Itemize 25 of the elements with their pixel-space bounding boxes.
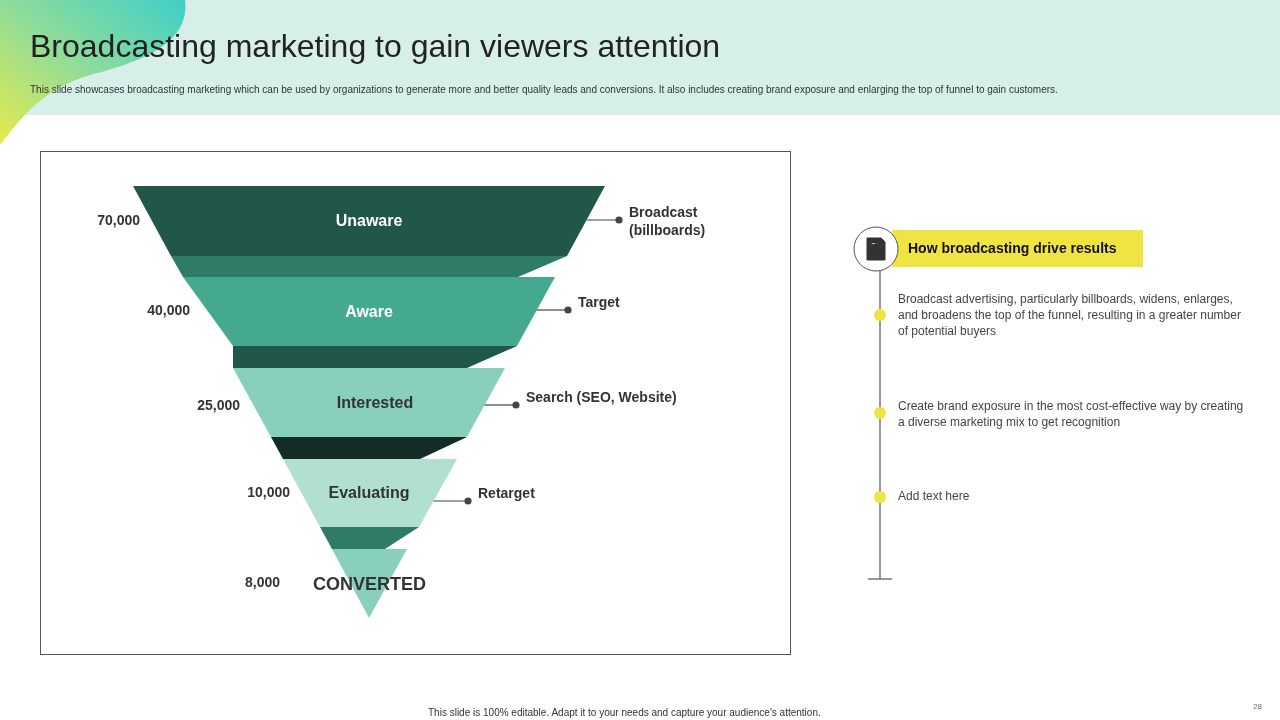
footer-text: This slide is 100% editable. Adapt it to your needs and capture your audience's attention. bbox=[428, 707, 822, 720]
value-label: 8,000 bbox=[243, 574, 280, 592]
stage-label: Aware bbox=[345, 302, 393, 321]
channel-label: Target bbox=[578, 293, 778, 311]
bullet-text: Create brand exposure in the most cost-effective way by creating a diverse marketing mix to get recognition bbox=[898, 398, 1245, 431]
stage-label: Interested bbox=[336, 393, 414, 412]
channel-label: Search (SEO, Website) bbox=[526, 388, 736, 406]
stage-label: Unaware bbox=[335, 212, 403, 230]
heading-banner: How broadcasting drive results bbox=[892, 230, 1143, 267]
subtitle-text: This slide showcases broadcasting marketing which can be used by organizations to generate more and better quality leads and conversions. It also includes creating brand exposure and enlarging the top of funnel to gain customers. bbox=[30, 84, 1059, 97]
leader-line bbox=[585, 216, 623, 224]
value-label: 25,000 bbox=[196, 397, 240, 415]
channel-label: Broadcast (billboards) bbox=[629, 203, 769, 239]
stage-label: Evaluating bbox=[328, 484, 410, 502]
page-number: 28 bbox=[1252, 702, 1262, 713]
channel-label: Retarget bbox=[478, 484, 598, 502]
value-label: 70,000 bbox=[96, 212, 140, 230]
leader-line bbox=[536, 306, 572, 314]
bullet-text: Add text here bbox=[898, 489, 971, 505]
value-label: 40,000 bbox=[146, 302, 190, 320]
value-label: 10,000 bbox=[246, 484, 290, 502]
bullet-text: Broadcast advertising, particularly billboards, widens, enlarges, and broadens the top of the funnel, resulting in a greater number of potential buyers bbox=[898, 291, 1242, 340]
slide-title: Broadcasting marketing to gain viewers attention bbox=[30, 28, 722, 66]
leader-line bbox=[432, 497, 472, 505]
leader-line bbox=[484, 401, 520, 409]
